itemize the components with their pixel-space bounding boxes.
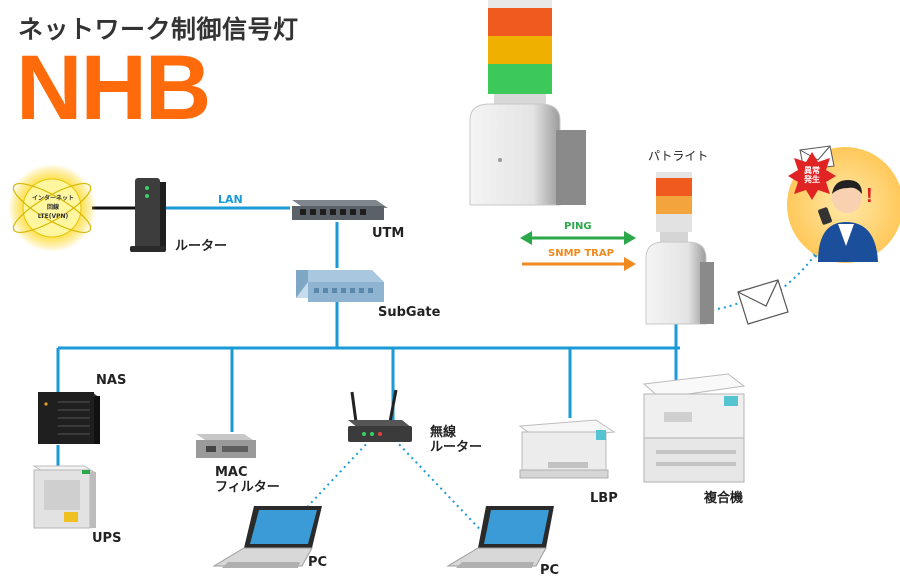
page-title: ネットワーク制御信号灯 <box>18 15 299 44</box>
alert-link <box>779 254 816 291</box>
mail-envelope-icon <box>737 279 789 325</box>
lan-label: LAN <box>218 193 243 206</box>
product-logo: NHB <box>16 37 211 139</box>
alert-starburst-icon <box>788 152 836 200</box>
utm-icon <box>292 200 388 220</box>
pc-right-label: PC <box>540 563 560 578</box>
laptop-left-icon <box>212 506 322 568</box>
router-icon <box>130 178 166 252</box>
snmp-trap-label: SNMP TRAP <box>548 248 614 259</box>
lbp-label: LBP <box>590 491 618 506</box>
pc-left-label: PC <box>308 555 328 570</box>
ups-icon <box>32 465 96 529</box>
ping-arrow <box>520 231 636 245</box>
svg-text:!: ! <box>866 185 873 207</box>
router-label: ルーター <box>175 239 228 254</box>
mail-link <box>711 299 743 311</box>
patlite-label: パトライト <box>648 149 709 163</box>
mfp-label: 複合機 <box>704 491 744 506</box>
alert-label: 異常 発生 <box>804 166 820 184</box>
subgate-label: SubGate <box>378 305 441 320</box>
internet-label-line2: 回線 <box>46 204 59 211</box>
mfp-printer-icon <box>642 373 746 483</box>
mac-filter-label: MAC フィルター <box>215 465 280 495</box>
large-signal-tower-icon <box>469 0 586 206</box>
laptop-right-icon <box>446 506 554 568</box>
internet-label-line1: インターネット <box>31 195 74 202</box>
internet-label: インターネット 回線 LTE(VPN) <box>22 194 84 221</box>
subgate-switch-icon <box>296 270 384 302</box>
utm-label: UTM <box>372 226 405 241</box>
ups-label: UPS <box>92 531 122 546</box>
nas-icon <box>38 392 100 444</box>
wireless-router-label: 無線 ルーター <box>430 425 483 455</box>
internet-globe-icon <box>8 164 96 252</box>
snmp-trap-arrow <box>522 257 636 271</box>
mac-filter-icon <box>196 434 256 458</box>
ping-label: PING <box>564 221 592 232</box>
nas-label: NAS <box>96 373 127 388</box>
lbp-printer-icon <box>518 419 616 479</box>
patlite-tower-icon <box>645 172 714 325</box>
internet-label-line3: LTE(VPN) <box>37 213 69 220</box>
wireless-router-icon <box>348 389 412 442</box>
